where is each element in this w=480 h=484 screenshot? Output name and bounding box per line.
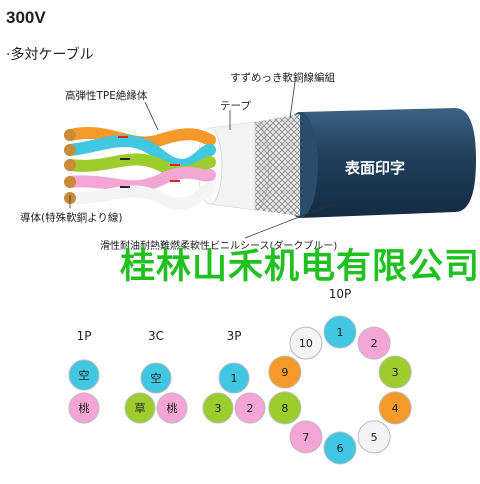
- core-circle: [140, 362, 172, 394]
- cable-type-subheading: ·多対ケーブル: [6, 47, 94, 63]
- core-circle: [124, 392, 156, 424]
- core-circle: [156, 392, 188, 424]
- core-group-1: 3C 空草 桃: [124, 329, 188, 424]
- core-label: 5: [371, 431, 378, 444]
- surface-print-label: 表面印字: [345, 159, 406, 177]
- core-circle: [357, 326, 391, 360]
- cable-structure-illustration: [64, 81, 476, 239]
- core-circle: [268, 391, 302, 425]
- core-label: 8: [281, 402, 288, 415]
- core-label: 4: [392, 402, 399, 415]
- core-label: 桃: [79, 401, 90, 415]
- core-circle: [68, 359, 100, 391]
- core-label: 2: [371, 337, 378, 350]
- core-label: 1: [231, 372, 238, 385]
- core-group-label: 10P: [329, 287, 352, 301]
- company-watermark: 桂林山禾机电有限公司: [120, 247, 480, 287]
- core-group-2: 3P 1 3 2: [202, 329, 266, 424]
- core-circle: [378, 391, 412, 425]
- core-label: 1: [337, 326, 344, 339]
- core-group-label: 1P: [77, 329, 92, 343]
- core-circle: [289, 420, 323, 454]
- core-label: 6: [337, 442, 344, 455]
- core-label: 10: [299, 337, 313, 350]
- core-label: 2: [247, 402, 254, 415]
- core-circle: [234, 392, 266, 424]
- core-arrangements: 1P 空桃 3C 空草 桃 3P 1 3 2 10P 1 2 3 4 5 6 7 8 9 10: [0, 280, 480, 480]
- core-group-label: 3P: [227, 329, 242, 343]
- braid-label: すずめっき軟銅線編組: [230, 72, 335, 84]
- core-label: 7: [302, 431, 309, 444]
- core-circle: [68, 392, 100, 424]
- core-group-label: 3C: [148, 329, 164, 343]
- core-label: 3: [215, 402, 222, 415]
- insulation-label: 高弾性TPE絶縁体: [65, 90, 148, 102]
- core-circle: [218, 362, 250, 394]
- core-circle: [289, 326, 323, 360]
- leader-lines: [69, 81, 331, 239]
- core-circle: [378, 355, 412, 389]
- core-label: 桃: [167, 401, 178, 415]
- core-circle: [323, 431, 357, 465]
- core-circle: [357, 420, 391, 454]
- core-label: 空: [151, 371, 162, 385]
- conductor-label: 導体(特殊軟銅より線): [20, 212, 123, 224]
- core-circle: [268, 355, 302, 389]
- tape-label: テープ: [220, 100, 251, 112]
- core-circle: [202, 392, 234, 424]
- core-arrangement-svg: 1P 空桃 3C 空草 桃 3P 1 3 2 10P 1 2 3 4 5 6 7 8 9 10: [68, 287, 412, 465]
- core-circle: [323, 315, 357, 349]
- twisted-insulated-cores: [64, 126, 216, 210]
- core-group-0: 1P 空桃: [68, 329, 100, 424]
- core-label: 3: [392, 366, 399, 379]
- core-group-3: 10P 1 2 3 4 5 6 7 8 9 10: [268, 287, 412, 465]
- core-label: 草: [135, 402, 146, 415]
- core-label: 9: [281, 366, 288, 379]
- core-label: 空: [79, 368, 90, 382]
- sheath-label: 滑性耐油耐熱難燃柔軟性ビニルシース(ダークブルー): [100, 241, 338, 252]
- cable-rating-heading: 300V: [6, 8, 46, 27]
